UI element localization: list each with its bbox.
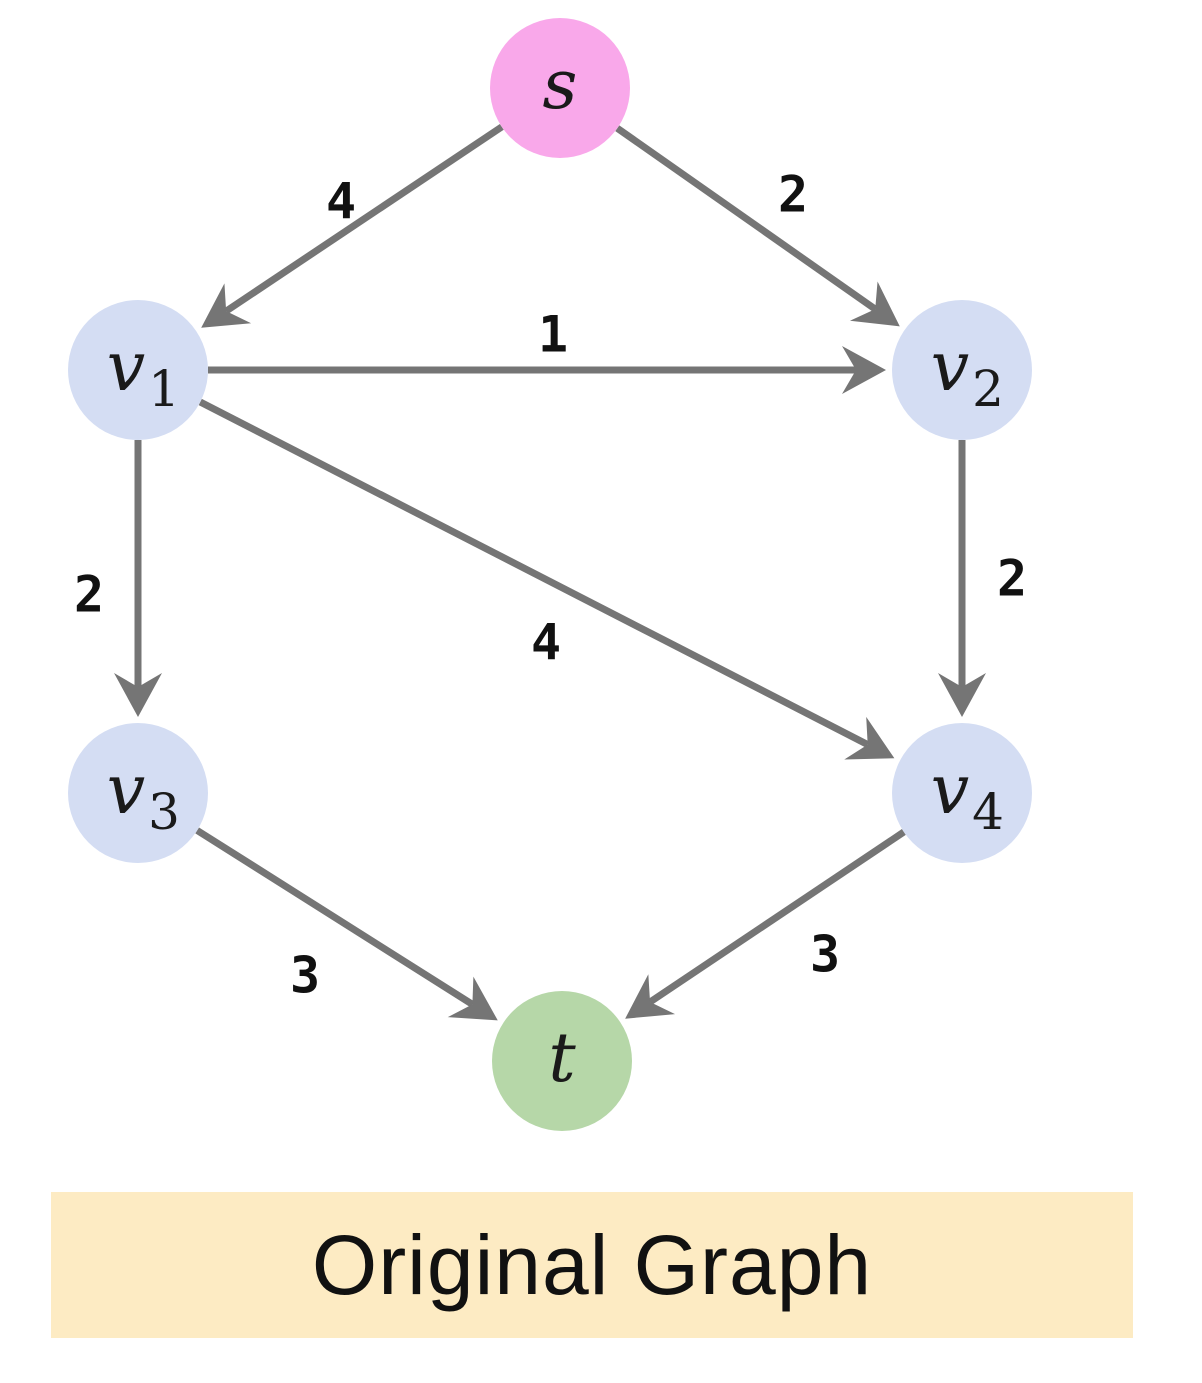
node-circle [492, 991, 632, 1131]
node-subscript: 1 [148, 360, 180, 418]
edge-line [648, 829, 906, 1005]
edge-weight-s-v2: 2 [778, 166, 808, 224]
node-s: s [490, 18, 630, 158]
edge-v4-t [625, 829, 906, 1019]
edge-s-v2 [615, 125, 900, 327]
edge-v3-t [195, 827, 498, 1021]
node-label: v [931, 328, 969, 407]
edges-layer [114, 123, 986, 1021]
node-circle [892, 300, 1032, 440]
arrowhead-icon [849, 281, 900, 327]
edge-v1-v4 [198, 398, 895, 760]
edge-weight-v3-t: 3 [290, 947, 320, 1005]
node-subscript: 2 [972, 360, 1004, 418]
node-t: t [492, 991, 632, 1131]
edge-weight-s-v1: 4 [326, 173, 356, 231]
edge-line [224, 123, 504, 315]
edge-line [195, 827, 475, 1008]
node-subscript: 3 [148, 783, 180, 841]
caption-box: Original Graph [51, 1192, 1133, 1338]
arrowhead-icon [844, 716, 895, 760]
arrowhead-icon [114, 673, 162, 717]
node-label: v [931, 751, 969, 830]
node-label: v [107, 751, 145, 830]
node-label: t [548, 1019, 576, 1098]
edge-line [198, 398, 870, 748]
edge-weight-v1-v4: 4 [531, 614, 561, 672]
arrowhead-icon [842, 346, 886, 394]
arrowhead-icon [201, 283, 252, 328]
node-label: v [107, 328, 145, 407]
edge-v1-v2 [208, 346, 886, 394]
edge-v1-v3 [114, 440, 162, 717]
edge-v2-v4 [938, 440, 986, 717]
node-circle [490, 18, 630, 158]
node-subscript: 4 [972, 783, 1004, 841]
edge-line [615, 125, 878, 312]
node-circle [892, 723, 1032, 863]
node-circle [68, 300, 208, 440]
weights-layer: 4 2 1 2 4 2 3 3 [74, 166, 1027, 1005]
caption-text: Original Graph [311, 1217, 873, 1312]
node-label: s [543, 46, 578, 125]
edge-s-v1 [201, 123, 504, 328]
edge-weight-v4-t: 3 [810, 926, 840, 984]
arrowhead-icon [447, 976, 498, 1021]
node-circle [68, 723, 208, 863]
arrowhead-icon [625, 974, 676, 1019]
arrowhead-icon [938, 673, 986, 717]
edge-weight-v1-v3: 2 [74, 566, 104, 624]
edge-weight-v1-v2: 1 [538, 306, 568, 364]
edge-weight-v2-v4: 2 [997, 550, 1027, 608]
